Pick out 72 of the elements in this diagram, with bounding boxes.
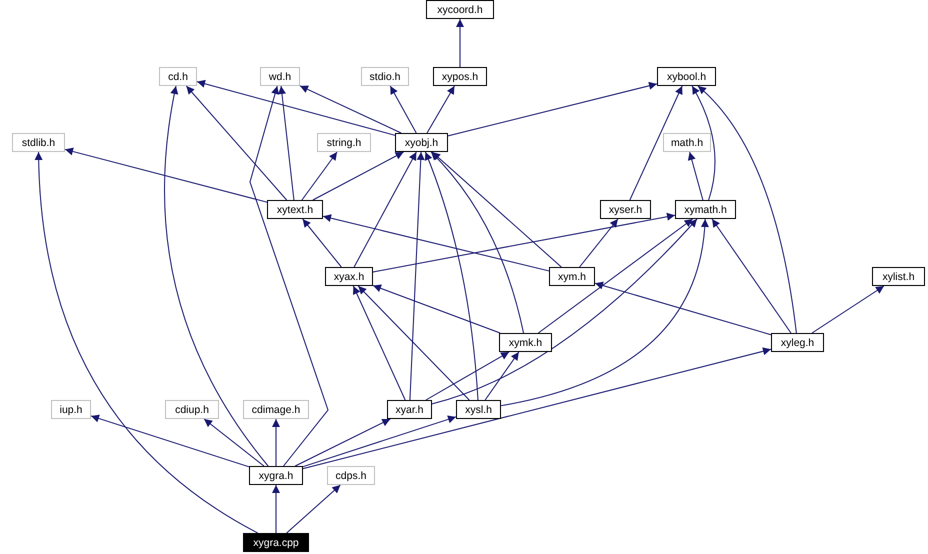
file-box: xyser.h xyxy=(600,200,651,219)
dependency-arrow xyxy=(432,152,562,268)
dependency-arrow xyxy=(712,218,792,334)
dependency-arrow xyxy=(300,85,402,134)
dependency-arrow xyxy=(272,418,280,466)
dependency-arrow xyxy=(594,282,772,336)
dependency-arrow xyxy=(64,148,268,203)
dependency-arrow xyxy=(390,86,417,134)
file-box: xyobj.h xyxy=(395,133,448,152)
dependency-arrow xyxy=(688,152,704,200)
dependency-arrow xyxy=(90,414,250,468)
dependency-arrow xyxy=(358,286,470,400)
dependency-arrow xyxy=(538,218,694,334)
file-box: xymath.h xyxy=(675,200,736,219)
dependency-arrow xyxy=(484,352,520,400)
file-box: xytext.h xyxy=(267,200,323,219)
dependency-arrow xyxy=(425,352,510,400)
dependency-arrow xyxy=(249,86,329,466)
dependency-arrow xyxy=(409,152,425,400)
file-box: xypos.h xyxy=(433,67,487,86)
dependency-arrow xyxy=(302,416,456,468)
dependency-arrow xyxy=(430,152,524,334)
dependency-arrow xyxy=(629,86,683,200)
dependency-arrow xyxy=(354,152,417,268)
file-box: xyax.h xyxy=(325,267,373,286)
dependency-arrow xyxy=(812,286,884,334)
file-box: cd.h xyxy=(159,67,197,86)
dependency-arrow xyxy=(692,86,716,200)
file-box: string.h xyxy=(317,133,371,152)
file-box: stdlib.h xyxy=(12,133,65,152)
file-box: wd.h xyxy=(260,67,300,86)
dependency-arrow xyxy=(294,418,391,466)
file-box: xylist.h xyxy=(872,267,925,286)
file-box: iup.h xyxy=(51,400,91,419)
dependency-arrow xyxy=(456,18,464,68)
dependency-arrow xyxy=(278,86,294,200)
file-box: xym.h xyxy=(549,267,595,286)
file-box: xygra.h xyxy=(249,466,303,485)
file-box: stdio.h xyxy=(361,67,409,86)
dependency-arrow xyxy=(448,82,658,136)
file-box: cdps.h xyxy=(327,466,375,485)
dependency-arrow xyxy=(286,484,341,534)
dependency-arrow xyxy=(312,152,404,200)
file-box: xyleg.h xyxy=(771,333,824,352)
file-box: cdimage.h xyxy=(243,400,309,419)
dependency-arrow xyxy=(302,218,342,268)
dependency-arrow xyxy=(432,218,698,404)
dependency-arrow xyxy=(424,152,478,400)
dependency-arrow xyxy=(196,80,396,136)
file-box: math.h xyxy=(663,133,711,152)
dependency-arrow xyxy=(302,347,772,470)
file-box: xycoord.h xyxy=(426,0,494,19)
dependency-arrow xyxy=(697,86,797,334)
dependency-arrow xyxy=(426,86,455,134)
dependency-arrow xyxy=(322,214,550,272)
file-box: xyar.h xyxy=(387,400,432,419)
file-box: xysl.h xyxy=(456,400,501,419)
dependency-arrow xyxy=(579,218,618,268)
dependency-arrow xyxy=(34,152,258,534)
file-box: xygra.cpp xyxy=(243,533,309,552)
dependency-arrow xyxy=(372,212,676,272)
dependency-arrow xyxy=(272,484,280,534)
dependency-arrow xyxy=(186,86,288,200)
dependency-arrow xyxy=(500,218,708,406)
dependency-arrow xyxy=(204,418,264,466)
dependency-arrow xyxy=(164,86,269,466)
dependency-arrow xyxy=(301,152,338,200)
file-box: xybool.h xyxy=(657,67,716,86)
dependency-arrow xyxy=(352,286,406,400)
file-box: xymk.h xyxy=(499,333,552,352)
dependency-arrow xyxy=(372,284,501,334)
file-box: cdiup.h xyxy=(165,400,219,419)
